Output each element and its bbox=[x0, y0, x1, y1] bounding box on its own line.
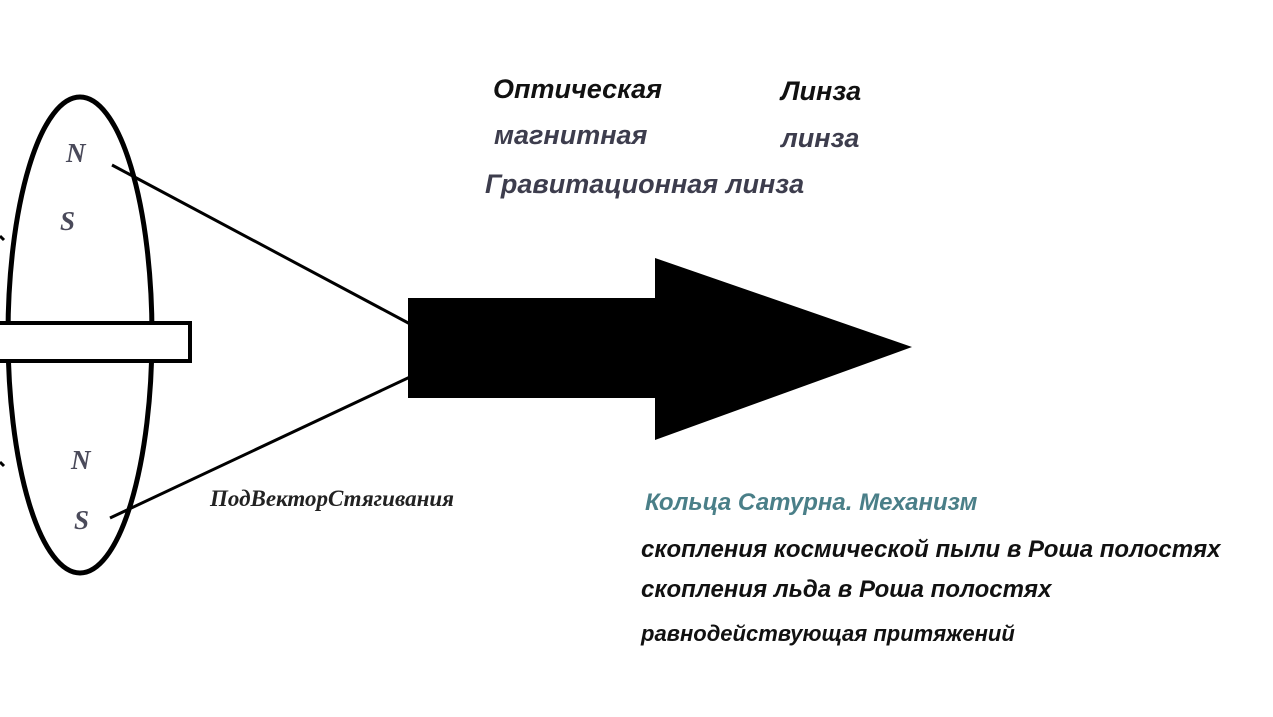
label-gravitational-lens: Гравитационная линза bbox=[485, 169, 805, 199]
arrow-head bbox=[655, 258, 912, 440]
saturn-heading: Кольца Сатурна. Механизм bbox=[645, 489, 978, 516]
left-edge-tick-upper bbox=[0, 234, 6, 242]
label-optical-lens: Линза bbox=[781, 76, 862, 106]
label-magnetic-lens: линза bbox=[781, 123, 860, 153]
lower-converging-line bbox=[109, 375, 411, 520]
pole-s-top: S bbox=[60, 206, 76, 236]
upper-converging-line bbox=[111, 163, 413, 327]
pole-n-bottom: N bbox=[71, 445, 91, 475]
pole-n-top: N bbox=[66, 138, 86, 168]
label-magnetic: магнитная bbox=[494, 120, 648, 150]
saturn-line-resultant: равнодействующая притяжений bbox=[641, 621, 1015, 646]
ring-rod bbox=[0, 321, 192, 363]
arrow-shaft bbox=[408, 298, 670, 398]
label-subvector: ПодВекторСтягивания bbox=[210, 486, 454, 511]
left-edge-tick-lower bbox=[0, 460, 6, 468]
label-optical: Оптическая bbox=[493, 74, 663, 104]
pole-s-bottom: S bbox=[74, 505, 90, 535]
saturn-line-dust: скопления космической пыли в Роша полост… bbox=[641, 536, 1221, 563]
saturn-line-ice: скопления льда в Роша полостях bbox=[641, 576, 1052, 603]
